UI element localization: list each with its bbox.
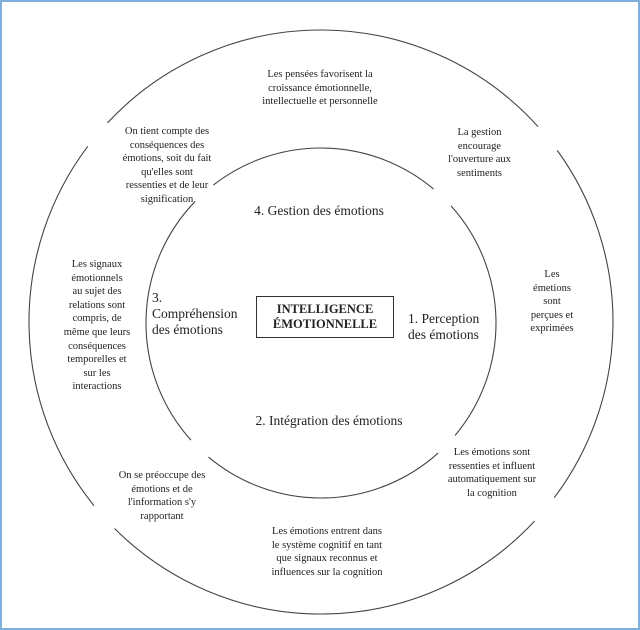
note-top-left: On tient compte des conséquences des émo…	[122, 126, 212, 205]
inner-ring-arc	[145, 201, 196, 441]
inner-ring-arc	[212, 147, 434, 190]
note-top: Les pensées favorisent la croissance émo…	[262, 69, 378, 108]
center-box-intelligence-emotionnelle: INTELLIGENCE ÉMOTIONNELLE	[256, 296, 394, 338]
note-bottom-right: Les émotions sont ressenties et influent…	[447, 447, 537, 499]
note-left: Les signaux émotionnels au sujet des rel…	[63, 259, 131, 393]
note-top-right: La gestion encourage l'ouverture aux sen…	[448, 127, 511, 179]
branch-integration: 2. Intégration des émotions	[255, 413, 403, 428]
outer-ring-arc	[28, 145, 95, 507]
inner-ring-arc	[450, 205, 497, 436]
outer-ring-arc	[107, 29, 539, 127]
branch-perception: 1. Perception des émotions	[408, 311, 480, 342]
note-bottom: Les émotions entrent dans le système cog…	[271, 526, 383, 578]
outer-ring-arc	[114, 520, 535, 615]
note-bottom-left: On se préoccupe des émotions et de l'inf…	[118, 470, 206, 522]
note-right: Les émetions sont perçues et exprimées	[530, 269, 574, 335]
branch-comprehension: 3. Compréhension des émotions	[152, 290, 238, 337]
outer-ring-arc	[553, 150, 614, 499]
inner-ring-arc	[208, 452, 439, 499]
branch-gestion: 4. Gestion des émotions	[254, 203, 384, 218]
